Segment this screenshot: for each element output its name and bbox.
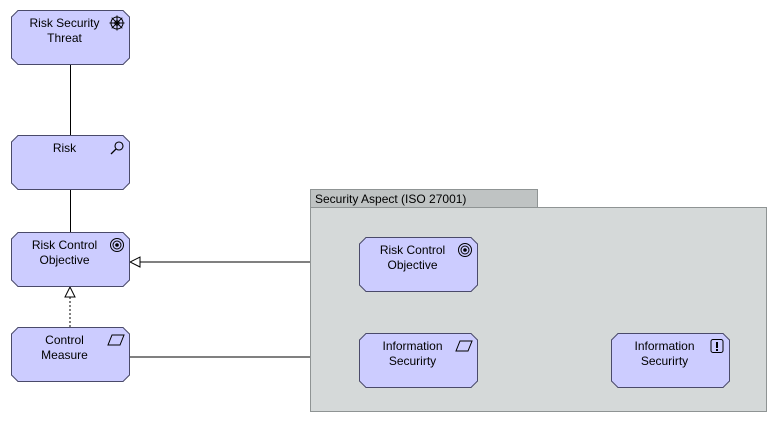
wheel-icon [109,15,125,31]
element-label: Information Securirty [634,339,695,368]
element-information-security-requirement[interactable]: Information Securirty [611,333,730,388]
group-label: Security Aspect (ISO 27001) [315,192,467,206]
magnifier-icon [109,140,125,156]
element-label: Risk Security Threat [29,16,100,45]
element-risk-control-objective-iso[interactable]: Risk Control Objective [359,237,478,292]
element-label: Risk Control Objective [31,238,98,267]
exclamation-icon [709,338,725,354]
element-label: Control Measure [41,333,88,362]
element-label: Information Securirty [382,339,443,368]
group-tab[interactable]: Security Aspect (ISO 27001) [310,189,538,207]
element-risk-security-threat[interactable]: Risk Security Threat [11,10,130,65]
element-control-measure[interactable]: Control Measure [11,327,130,382]
element-risk[interactable]: Risk [11,135,130,190]
element-information-security-measure[interactable]: Information Securirty [359,333,478,388]
target-icon [109,237,125,253]
parallelogram-icon [455,338,473,354]
parallelogram-icon [107,332,125,348]
target-icon [457,242,473,258]
element-risk-control-objective[interactable]: Risk Control Objective [11,232,130,287]
element-label: Risk Control Objective [379,243,446,272]
element-label: Risk [52,141,77,155]
